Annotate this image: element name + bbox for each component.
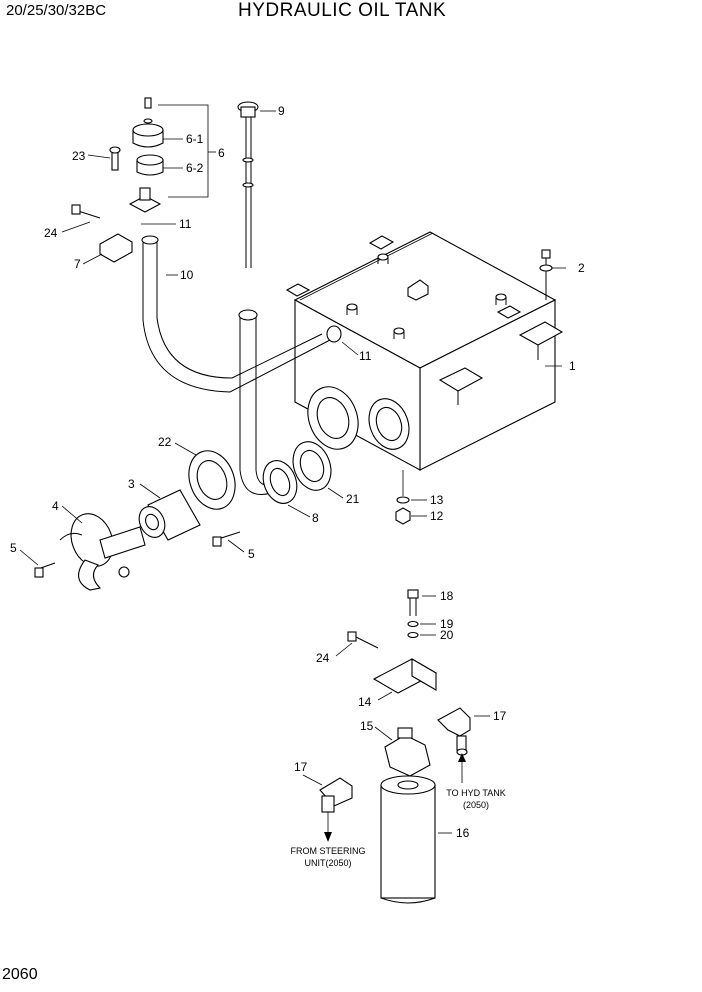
callout-10: 10 [180,268,194,282]
callout-24a: 24 [44,226,58,240]
note-to-hyd-tank-1: TO HYD TANK [446,788,506,798]
bolt-2 [539,249,566,300]
suction-strainer [138,483,201,541]
callout-labels: 1 2 3 4 5 5 6 6-1 6-2 7 8 9 10 11 11 12 … [10,104,585,840]
return-filter-group [302,589,490,904]
callout-11b: 11 [359,349,372,363]
page-number: 2060 [2,966,38,983]
note-from-steering-2: UNIT(2050) [304,858,351,868]
page-title: HYDRAULIC OIL TANK [238,0,447,21]
callout-6-1: 6-1 [186,132,204,146]
callout-14: 14 [358,695,372,709]
callout-17a: 17 [493,709,507,723]
callout-21: 21 [346,492,360,506]
callout-22: 22 [158,435,172,449]
callout-12: 12 [430,509,444,523]
hydraulic-tank [285,231,564,496]
callout-24b: 24 [316,651,330,665]
callout-5b: 5 [248,547,255,561]
suction-hose [141,223,342,393]
callout-18: 18 [440,589,454,603]
bolts-5 [19,531,245,578]
callout-4: 4 [52,499,59,513]
callout-6-2: 6-2 [186,161,204,175]
note-from-steering-1: FROM STEERING [290,846,365,856]
callout-15: 15 [360,719,374,733]
callout-6: 6 [218,146,225,160]
callout-11a: 11 [179,217,192,231]
callout-20: 20 [440,628,454,642]
callout-7: 7 [74,257,81,271]
callout-16: 16 [456,826,470,840]
suction-flange [59,505,146,591]
callout-9: 9 [278,104,285,118]
callout-8: 8 [312,511,319,525]
callout-19: 19 [440,617,454,631]
dipstick [237,101,276,268]
callout-1: 1 [569,359,576,373]
flow-notes: TO HYD TANK (2050) FROM STEERING UNIT(20… [290,788,505,868]
callout-5a: 5 [10,541,17,555]
breather-assembly [61,97,216,265]
note-to-hyd-tank-2: (2050) [463,800,489,810]
callout-23: 23 [72,149,86,163]
callout-2: 2 [578,261,585,275]
model-label: 20/25/30/32BC [6,2,107,19]
callout-3: 3 [128,477,135,491]
callout-13: 13 [430,493,444,507]
callout-17b: 17 [294,760,308,774]
flange-gaskets [174,441,344,518]
